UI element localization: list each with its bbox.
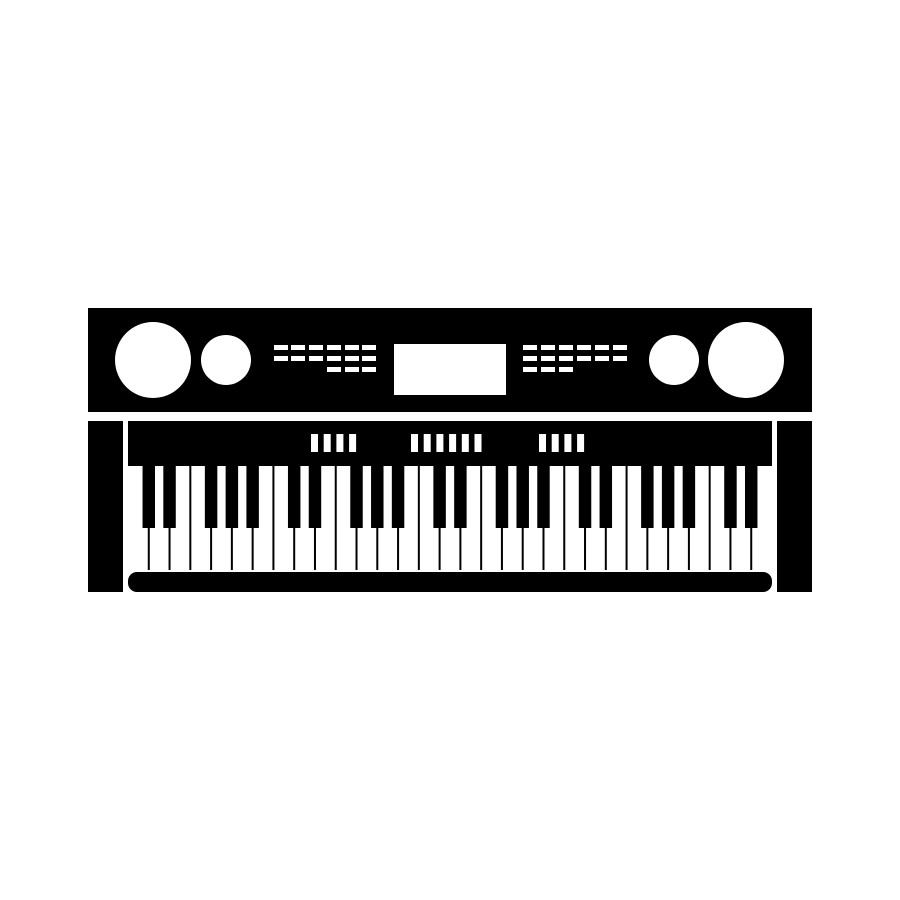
panel-button (577, 356, 591, 361)
tone-button (323, 434, 331, 452)
white-keys-area (128, 466, 772, 570)
panel-button (327, 345, 341, 350)
control-panel (88, 308, 812, 412)
black-keys (142, 466, 758, 528)
white-key-divider (480, 466, 483, 570)
panel-button (274, 356, 288, 361)
tone-button (474, 434, 482, 452)
panel-button (309, 356, 323, 361)
black-key (204, 466, 218, 528)
tone-button (449, 434, 457, 452)
white-key-divider (563, 466, 566, 570)
tone-button (551, 434, 559, 452)
white-key-divider (625, 466, 628, 570)
tone-button (577, 434, 585, 452)
tone-button (564, 434, 572, 452)
tone-button (336, 434, 344, 452)
panel-button (595, 356, 609, 361)
panel-button (577, 345, 591, 350)
panel-button (327, 356, 341, 361)
black-key (537, 466, 550, 528)
tone-button (436, 434, 444, 452)
panel-button (613, 356, 627, 361)
black-key (495, 466, 509, 528)
white-key-divider (417, 466, 420, 570)
panel-button (345, 356, 359, 361)
black-key (454, 466, 467, 528)
panel-button (523, 345, 537, 350)
panel-button (541, 356, 555, 361)
right-small-speaker-icon (649, 335, 699, 385)
black-key (641, 466, 654, 528)
panel-button (523, 356, 537, 361)
tone-button (311, 434, 318, 452)
black-key (661, 466, 675, 528)
black-key (724, 466, 737, 528)
black-key (246, 466, 259, 528)
tone-button (411, 434, 418, 452)
left-large-speaker-icon (115, 322, 191, 398)
panel-button (345, 367, 359, 372)
black-key (433, 466, 446, 528)
white-key-divider (189, 466, 192, 570)
black-key (225, 466, 239, 528)
black-key (371, 466, 384, 528)
panel-button (362, 367, 376, 372)
black-key (516, 466, 529, 528)
black-key (391, 466, 405, 528)
tone-button (423, 434, 431, 452)
black-key (287, 466, 301, 528)
black-key (350, 466, 363, 528)
right-large-speaker-icon (708, 322, 784, 398)
panel-button (345, 345, 359, 350)
white-key-divider (334, 466, 337, 570)
tone-button (461, 434, 469, 452)
lcd-display (394, 344, 506, 395)
black-key (682, 466, 696, 528)
panel-button (559, 367, 573, 372)
panel-button (559, 345, 573, 350)
panel-button (309, 345, 323, 350)
panel-button (291, 345, 305, 350)
front-rail (128, 572, 772, 592)
black-key (142, 466, 156, 528)
black-key (308, 466, 322, 528)
black-key (599, 466, 613, 528)
right-side-panel (777, 421, 812, 592)
right-button-bank (523, 345, 627, 372)
panel-button (362, 356, 376, 361)
left-button-bank (274, 345, 376, 372)
black-key (163, 466, 176, 528)
panel-button (541, 367, 555, 372)
black-key (578, 466, 592, 528)
panel-button (595, 345, 609, 350)
panel-button (362, 345, 376, 350)
keybed (128, 421, 772, 592)
panel-button (559, 356, 573, 361)
panel-button (327, 367, 341, 372)
white-key-divider (272, 466, 275, 570)
panel-button (613, 345, 627, 350)
center-button-bank (311, 434, 585, 452)
tone-button (539, 434, 546, 452)
panel-button (541, 345, 555, 350)
tone-button (349, 434, 357, 452)
white-key-divider (708, 466, 711, 570)
panel-button (274, 345, 288, 350)
black-key (744, 466, 758, 528)
left-side-panel (88, 421, 123, 592)
left-small-speaker-icon (201, 335, 251, 385)
panel-button (523, 367, 537, 372)
panel-button (291, 356, 305, 361)
